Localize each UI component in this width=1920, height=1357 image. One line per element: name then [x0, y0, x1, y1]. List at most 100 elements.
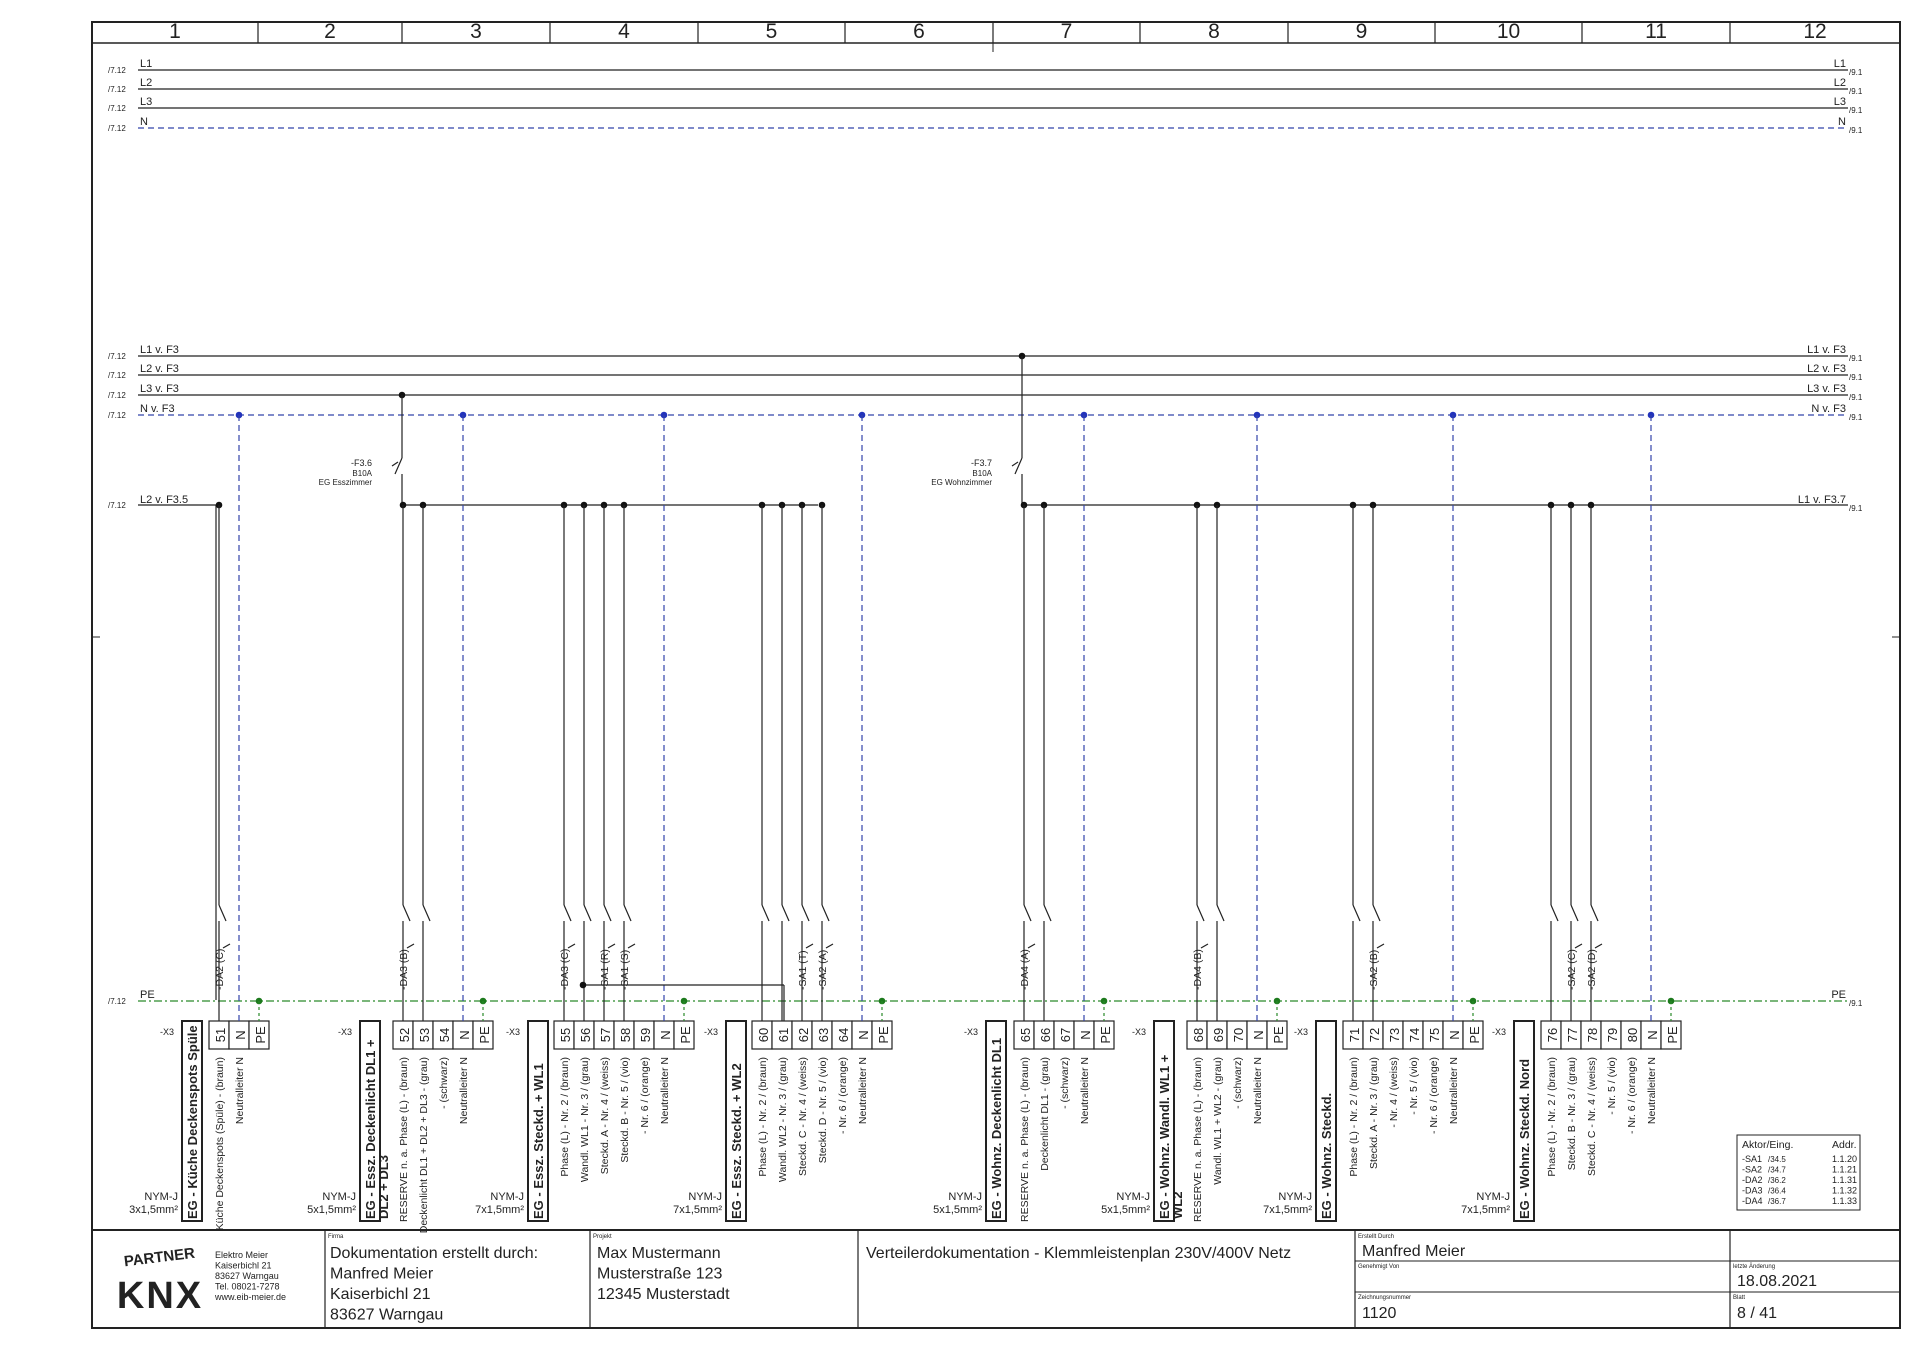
terminal-number: PE	[1665, 1026, 1680, 1044]
terminal-group-6: EG - Wohnz. Wandl. WL1 +WL2-X3NYM-J5x1,5…	[1101, 411, 1288, 1222]
cable-type: NYM-J	[1116, 1191, 1150, 1203]
terminal-number: N	[1447, 1030, 1462, 1039]
terminal-number: 55	[558, 1028, 573, 1042]
terminal-number: 69	[1211, 1028, 1226, 1042]
bus-label-left: L1	[140, 58, 152, 70]
actor-ref: /36.7	[1768, 1197, 1786, 1206]
terminal-number: 71	[1347, 1028, 1362, 1042]
actor-ref: /34.5	[1768, 1155, 1786, 1164]
terminal-prefix: -X3	[160, 1027, 174, 1037]
bus-ref-left: /7.12	[108, 501, 126, 510]
terminal-description: - (schwarz)	[1232, 1057, 1244, 1109]
terminal-group-8: EG - Wohnz. Steckd. Nord-X3NYM-J7x1,5mm²…	[1461, 411, 1682, 1222]
terminal-description: Steckd. C - Nr. 4 / (weiss)	[797, 1057, 809, 1176]
terminal-number: 57	[598, 1028, 613, 1042]
terminal-description: RESERVE n. a. Phase (L) - (braun)	[1192, 1057, 1204, 1222]
terminal-description: Neutralleiter N	[234, 1057, 246, 1124]
bus-label-left: L3	[140, 96, 152, 108]
bus-ref-left: /7.12	[108, 411, 126, 420]
terminal-description: Neutralleiter N	[458, 1057, 470, 1124]
column-number: 5	[766, 20, 778, 43]
breaker-f37-mark	[1011, 461, 1019, 467]
contact-label: -SA1 (S)	[619, 950, 631, 990]
terminal-description: Phase (L) - Nr. 2 / (braun)	[1546, 1057, 1558, 1177]
terminal-description: Phase (L) - Nr. 2 / (braun)	[1348, 1057, 1360, 1177]
zeichnung-label: Zeichnungsnummer	[1358, 1295, 1411, 1301]
contact-blade	[623, 904, 632, 922]
bus-label-right: N v. F3	[1811, 403, 1846, 415]
bus-label-right: L1	[1834, 58, 1846, 70]
column-number: 8	[1208, 20, 1220, 43]
projekt-line: Musterstraße 123	[597, 1266, 722, 1283]
terminal-description: - Nr. 5 / (vio)	[1408, 1057, 1420, 1115]
bus-label-pe: PE	[140, 989, 155, 1001]
contact-label: -SA2 (D)	[1586, 949, 1598, 990]
terminal-number: 78	[1585, 1028, 1600, 1042]
cable-type: NYM-J	[688, 1191, 722, 1203]
projekt-line: 12345 Musterstadt	[597, 1286, 730, 1303]
terminal-number: 66	[1038, 1028, 1053, 1042]
breaker-f36-room: EG Esszimmer	[319, 478, 373, 487]
contact-label: -SA2 (B)	[1368, 950, 1380, 990]
terminal-number: 64	[836, 1028, 851, 1042]
terminal-number: 61	[776, 1028, 791, 1042]
contact-label: -SA1 (R)	[599, 949, 611, 990]
terminal-description: Steckd. C - Nr. 4 / (weiss)	[1586, 1057, 1598, 1176]
terminal-number: N	[457, 1030, 472, 1039]
contact-blade	[1550, 904, 1559, 922]
terminal-number: 56	[578, 1028, 593, 1042]
actor-name: -DA3	[1742, 1186, 1763, 1196]
terminal-description: - Nr. 4 / (weiss)	[1388, 1057, 1400, 1128]
terminal-description: Steckd. A - Nr. 4 / (weiss)	[599, 1057, 611, 1174]
terminal-description: Wandl. WL2 - Nr. 3 / (grau)	[777, 1057, 789, 1182]
terminal-groups: EG - Küche Deckenspots Spüle-X3NYM-J3x1,…	[129, 411, 1682, 1233]
group-title-box	[359, 1020, 381, 1222]
bus-ref-left: /7.12	[108, 371, 126, 380]
group-title-2: DL2 + DL3	[376, 1155, 391, 1219]
column-number: 9	[1356, 20, 1368, 43]
blatt-value: 8 / 41	[1737, 1305, 1777, 1322]
bus-label-left: N v. F3	[140, 403, 175, 415]
column-number: 4	[618, 20, 630, 43]
bus-ref-left: /7.12	[108, 66, 126, 75]
actor-name: -DA2	[1742, 1175, 1763, 1185]
bus-label-left: L1 v. F3	[140, 344, 179, 356]
contact-mark	[222, 943, 231, 949]
column-number: 10	[1497, 20, 1520, 43]
breaker-f37-blade	[1014, 457, 1023, 475]
group-title: EG - Wohnz. Wandl. WL1 +	[1157, 1054, 1172, 1219]
terminal-description: - Nr. 6 / (orange)	[837, 1057, 849, 1134]
terminal-description: - (schwarz)	[438, 1057, 450, 1109]
bus-label-left: L2	[140, 77, 152, 89]
actor-addr: 1.1.31	[1832, 1175, 1857, 1185]
erstellt-label: Erstellt Durch	[1358, 1234, 1394, 1240]
aenderung-value: 18.08.2021	[1737, 1273, 1817, 1290]
company-line: Kaiserbichl 21	[215, 1261, 272, 1271]
terminal-description: Neutralleiter N	[1079, 1057, 1091, 1124]
terminal-number: N	[1251, 1030, 1266, 1039]
terminal-number: 77	[1565, 1028, 1580, 1042]
terminal-number: 73	[1387, 1028, 1402, 1042]
bus-ref-left: /7.12	[108, 352, 126, 361]
contact-blade	[583, 904, 592, 922]
contact-blade	[821, 904, 830, 922]
actor-head-2: Addr.	[1832, 1139, 1857, 1151]
cable-type: NYM-J	[144, 1191, 178, 1203]
terminal-prefix: -X3	[338, 1027, 352, 1037]
terminal-number: 72	[1367, 1028, 1382, 1042]
column-number: 3	[470, 20, 482, 43]
terminal-number: PE	[1098, 1026, 1113, 1044]
firma-line: 83627 Warngau	[330, 1307, 443, 1324]
bus-ref-right: /9.1	[1849, 126, 1863, 135]
terminal-description: Phase (L) - Nr. 2 / (braun)	[757, 1057, 769, 1177]
breaker-f37-rating: B10A	[972, 469, 992, 478]
terminal-description: Steckd. D - Nr. 5 / (vio)	[817, 1057, 829, 1163]
projekt-label: Projekt	[593, 1234, 612, 1240]
actor-ref: /36.4	[1768, 1187, 1786, 1196]
contact-blade	[218, 904, 227, 922]
terminal-description: Neutralleiter N	[1646, 1057, 1658, 1124]
terminal-description: Deckenlicht DL1 - (grau)	[1039, 1057, 1051, 1171]
terminal-number: PE	[253, 1026, 268, 1044]
